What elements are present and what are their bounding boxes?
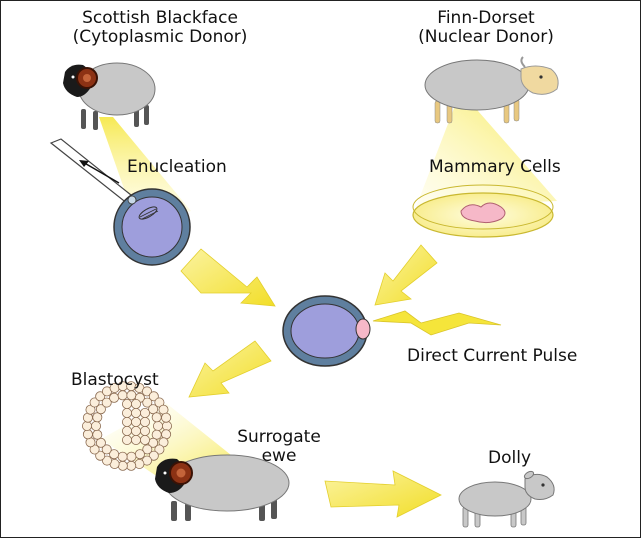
scottish-blackface-label: Scottish Blackface (Cytoplasmic Donor) xyxy=(45,9,275,47)
blastocyst-cell xyxy=(135,450,144,459)
blastocyst-cell xyxy=(127,461,136,470)
blastocyst-cell xyxy=(118,452,127,461)
blastocyst-cell xyxy=(140,435,149,444)
blastocyst-cell xyxy=(131,408,140,417)
blastocyst-cell xyxy=(122,435,131,444)
direct-current-pulse-label: Direct Current Pulse xyxy=(407,347,577,366)
finn-dorset-title: Finn-Dorset xyxy=(401,9,571,28)
finn-dorset-sheep xyxy=(425,57,558,123)
blastocyst-cell xyxy=(118,391,127,400)
scottish-blackface-title: Scottish Blackface xyxy=(45,9,275,28)
blastocyst-cell xyxy=(131,426,140,435)
blastocyst-cell xyxy=(93,430,102,439)
arrow-egg-to-fusion xyxy=(181,249,275,306)
blastocyst xyxy=(82,382,171,471)
blastocyst-cell xyxy=(131,435,140,444)
enucleation-label: Enucleation xyxy=(127,158,227,177)
blastocyst-cell xyxy=(83,430,92,439)
fused-cell xyxy=(283,296,370,366)
enucleated-egg xyxy=(114,189,190,265)
blastocyst-cell xyxy=(122,417,131,426)
blastocyst-cell xyxy=(140,408,149,417)
arrow-fusion-to-blastocyst xyxy=(189,341,271,397)
blastocyst-cell xyxy=(131,399,140,408)
blastocyst-cell xyxy=(110,393,119,402)
arrow-dish-to-fusion xyxy=(375,245,437,305)
surrogate-ewe-line1: Surrogate xyxy=(229,428,329,447)
blastocyst-cell xyxy=(140,417,149,426)
mammary-cells-label: Mammary Cells xyxy=(429,158,561,177)
blastocyst-cell xyxy=(122,399,131,408)
finn-dorset-label: Finn-Dorset (Nuclear Donor) xyxy=(401,9,571,47)
blastocyst-cell xyxy=(127,452,136,461)
blastocyst-cell xyxy=(162,421,171,430)
arrow-surrogate-to-dolly xyxy=(325,471,441,517)
blastocyst-cell xyxy=(118,461,127,470)
blastocyst-cell xyxy=(127,391,136,400)
finn-dorset-role: (Nuclear Donor) xyxy=(401,28,571,47)
blastocyst-cell xyxy=(82,421,91,430)
blastocyst-cell xyxy=(135,459,144,468)
blastocyst-cell xyxy=(140,426,149,435)
blastocyst-cell xyxy=(153,421,162,430)
blastocyst-cell xyxy=(122,408,131,417)
blastocyst-label: Blastocyst xyxy=(71,371,159,390)
surrogate-ewe-label: Surrogate ewe xyxy=(229,428,329,466)
blastocyst-cell xyxy=(131,417,140,426)
blastocyst-cell xyxy=(91,421,100,430)
blastocyst-cell xyxy=(152,413,161,422)
blastocyst-cell xyxy=(122,426,131,435)
blastocyst-cell xyxy=(162,413,171,422)
dolly-label: Dolly xyxy=(488,449,531,468)
lightning-bolt-icon xyxy=(373,311,501,335)
surrogate-ewe-line2: ewe xyxy=(229,447,329,466)
scottish-blackface-role: (Cytoplasmic Donor) xyxy=(45,28,275,47)
dolly-lamb xyxy=(459,470,554,527)
